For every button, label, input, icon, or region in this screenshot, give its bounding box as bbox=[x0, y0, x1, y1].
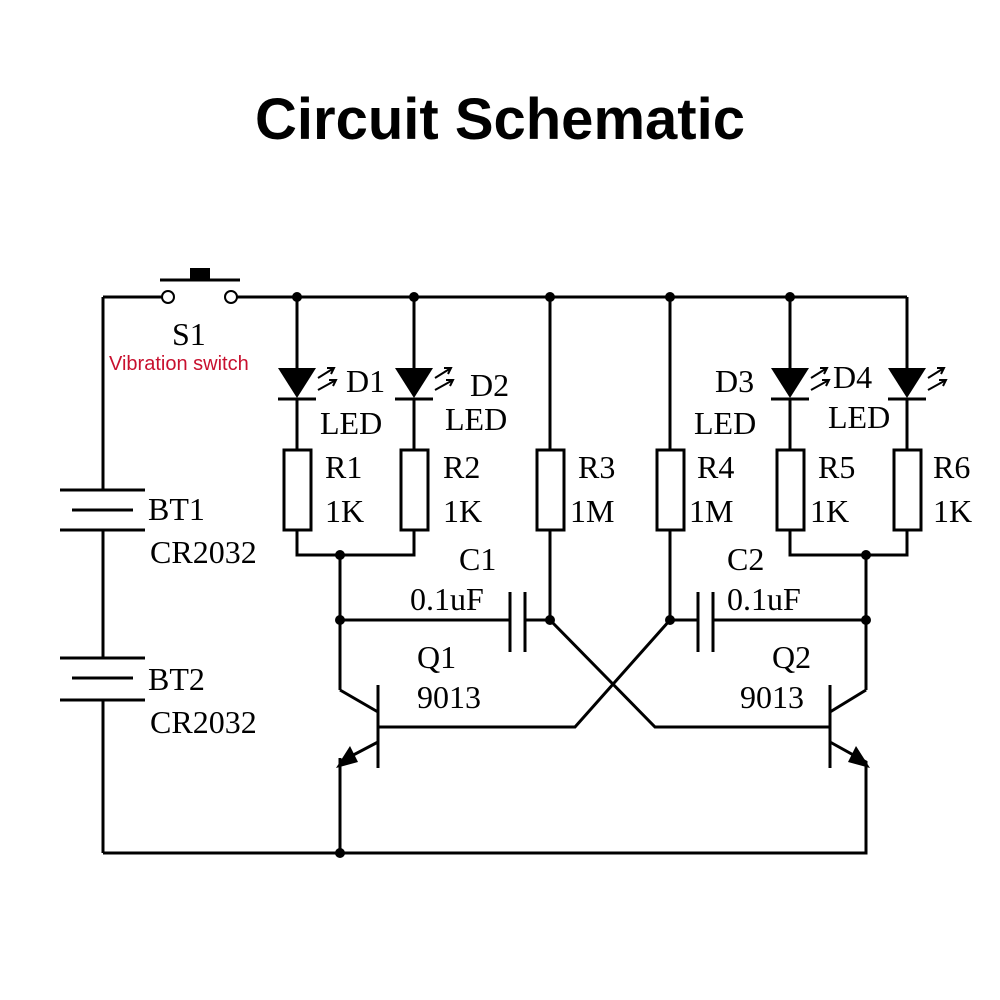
led-d1: D1 LED bbox=[278, 363, 385, 441]
capacitor-plate bbox=[508, 592, 527, 652]
resistor-r3: R3 1M bbox=[535, 448, 615, 532]
resistor-value-label: 1K bbox=[933, 493, 972, 529]
transistor-value-label: 9013 bbox=[740, 679, 804, 715]
transistor-collector-lead bbox=[339, 688, 379, 714]
transistor-collector-lead bbox=[829, 688, 867, 714]
resistor-value-label: 1K bbox=[325, 493, 364, 529]
junction-dot bbox=[292, 292, 302, 302]
resistor-value-label: 1K bbox=[810, 493, 849, 529]
resistor-body bbox=[775, 448, 806, 532]
switch-contact bbox=[224, 290, 238, 304]
resistor-ref-label: R1 bbox=[325, 449, 362, 485]
led-value-label: LED bbox=[694, 405, 756, 441]
led-d2: D2 LED bbox=[395, 367, 509, 437]
resistor-body bbox=[535, 448, 566, 532]
led-d4: D4 LED bbox=[828, 359, 948, 435]
junction-dot bbox=[665, 615, 675, 625]
capacitor-plate bbox=[696, 592, 715, 652]
resistor-ref-label: R2 bbox=[443, 449, 480, 485]
resistor-r1: R1 1K bbox=[282, 448, 364, 532]
capacitor-c2: C2 0.1uF bbox=[696, 541, 801, 652]
junction-dot bbox=[861, 550, 871, 560]
led-value-label: LED bbox=[445, 401, 507, 437]
battery-value-label: CR2032 bbox=[150, 704, 257, 740]
switch-note-label: Vibration switch bbox=[109, 353, 249, 375]
junction-dot bbox=[409, 292, 419, 302]
led-ref-label: D3 bbox=[715, 363, 754, 399]
junction-dot bbox=[785, 292, 795, 302]
battery-bt2: BT2 CR2032 bbox=[60, 656, 257, 740]
cross-coupling-wire-2 bbox=[378, 619, 672, 729]
led-ref-label: D2 bbox=[470, 367, 509, 403]
resistor-value-label: 1M bbox=[570, 493, 614, 529]
transistor-ref-label: Q2 bbox=[772, 639, 811, 675]
capacitor-value-label: 0.1uF bbox=[410, 581, 484, 617]
resistor-ref-label: R5 bbox=[818, 449, 855, 485]
switch-contact bbox=[161, 290, 175, 304]
resistor-body bbox=[892, 448, 923, 532]
junction-dot bbox=[335, 848, 345, 858]
capacitor-c1: C1 0.1uF bbox=[410, 541, 527, 652]
d1-column-wire bbox=[295, 297, 340, 557]
led-value-label: LED bbox=[320, 405, 382, 441]
resistor-r4: R4 1M bbox=[655, 448, 734, 532]
wires bbox=[101, 295, 909, 855]
switch-s1: S1 Vibration switch bbox=[109, 268, 249, 375]
led-emission-arrow bbox=[810, 367, 831, 391]
junction-dots bbox=[292, 292, 871, 858]
junction-dot bbox=[335, 550, 345, 560]
led-triangle bbox=[395, 368, 433, 398]
led-emission-arrow bbox=[927, 367, 948, 391]
resistor-ref-label: R3 bbox=[578, 449, 615, 485]
transistor-value-label: 9013 bbox=[417, 679, 481, 715]
d3-column-wire bbox=[788, 297, 866, 557]
capacitor-ref-label: C1 bbox=[459, 541, 496, 577]
led-d3: D3 LED bbox=[694, 363, 831, 441]
led-emission-arrow bbox=[434, 367, 455, 391]
led-ref-label: D4 bbox=[833, 359, 872, 395]
transistor-ref-label: Q1 bbox=[417, 639, 456, 675]
resistor-r2: R2 1K bbox=[399, 448, 482, 532]
resistor-ref-label: R6 bbox=[933, 449, 970, 485]
battery-ref-label: BT2 bbox=[148, 661, 205, 697]
junction-dot bbox=[335, 615, 345, 625]
resistor-value-label: 1K bbox=[443, 493, 482, 529]
transistor-emitter-arrow bbox=[848, 746, 870, 768]
led-triangle bbox=[278, 368, 316, 398]
cross-coupling-wire-1 bbox=[548, 618, 830, 729]
led-value-label: LED bbox=[828, 399, 890, 435]
resistor-body bbox=[655, 448, 686, 532]
resistor-r5: R5 1K bbox=[775, 448, 855, 532]
d4-column-wire bbox=[866, 297, 909, 557]
page-title: Circuit Schematic bbox=[255, 87, 745, 152]
battery-ref-label: BT1 bbox=[148, 491, 205, 527]
switch-ref-label: S1 bbox=[172, 316, 206, 352]
junction-dot bbox=[665, 292, 675, 302]
d2-column-wire bbox=[340, 297, 416, 557]
battery-bt1: BT1 CR2032 bbox=[60, 488, 257, 570]
junction-dot bbox=[861, 615, 871, 625]
led-ref-label: D1 bbox=[346, 363, 385, 399]
junction-dot bbox=[545, 615, 555, 625]
capacitor-ref-label: C2 bbox=[727, 541, 764, 577]
junction-dot bbox=[545, 292, 555, 302]
resistor-ref-label: R4 bbox=[697, 449, 734, 485]
battery-value-label: CR2032 bbox=[150, 534, 257, 570]
resistor-r6: R6 1K bbox=[892, 448, 972, 532]
led-triangle bbox=[888, 368, 926, 398]
transistor-q2: Q2 9013 bbox=[740, 639, 870, 770]
bottom-rail-wire bbox=[103, 765, 868, 855]
resistor-body bbox=[282, 448, 313, 532]
led-triangle bbox=[771, 368, 809, 398]
led-emission-arrow bbox=[317, 367, 338, 391]
switch-button bbox=[190, 268, 210, 280]
transistor-emitter-arrow bbox=[336, 746, 358, 768]
capacitor-value-label: 0.1uF bbox=[727, 581, 801, 617]
resistor-body bbox=[399, 448, 430, 532]
transistor-q1: Q1 9013 bbox=[336, 639, 481, 770]
resistor-value-label: 1M bbox=[689, 493, 733, 529]
